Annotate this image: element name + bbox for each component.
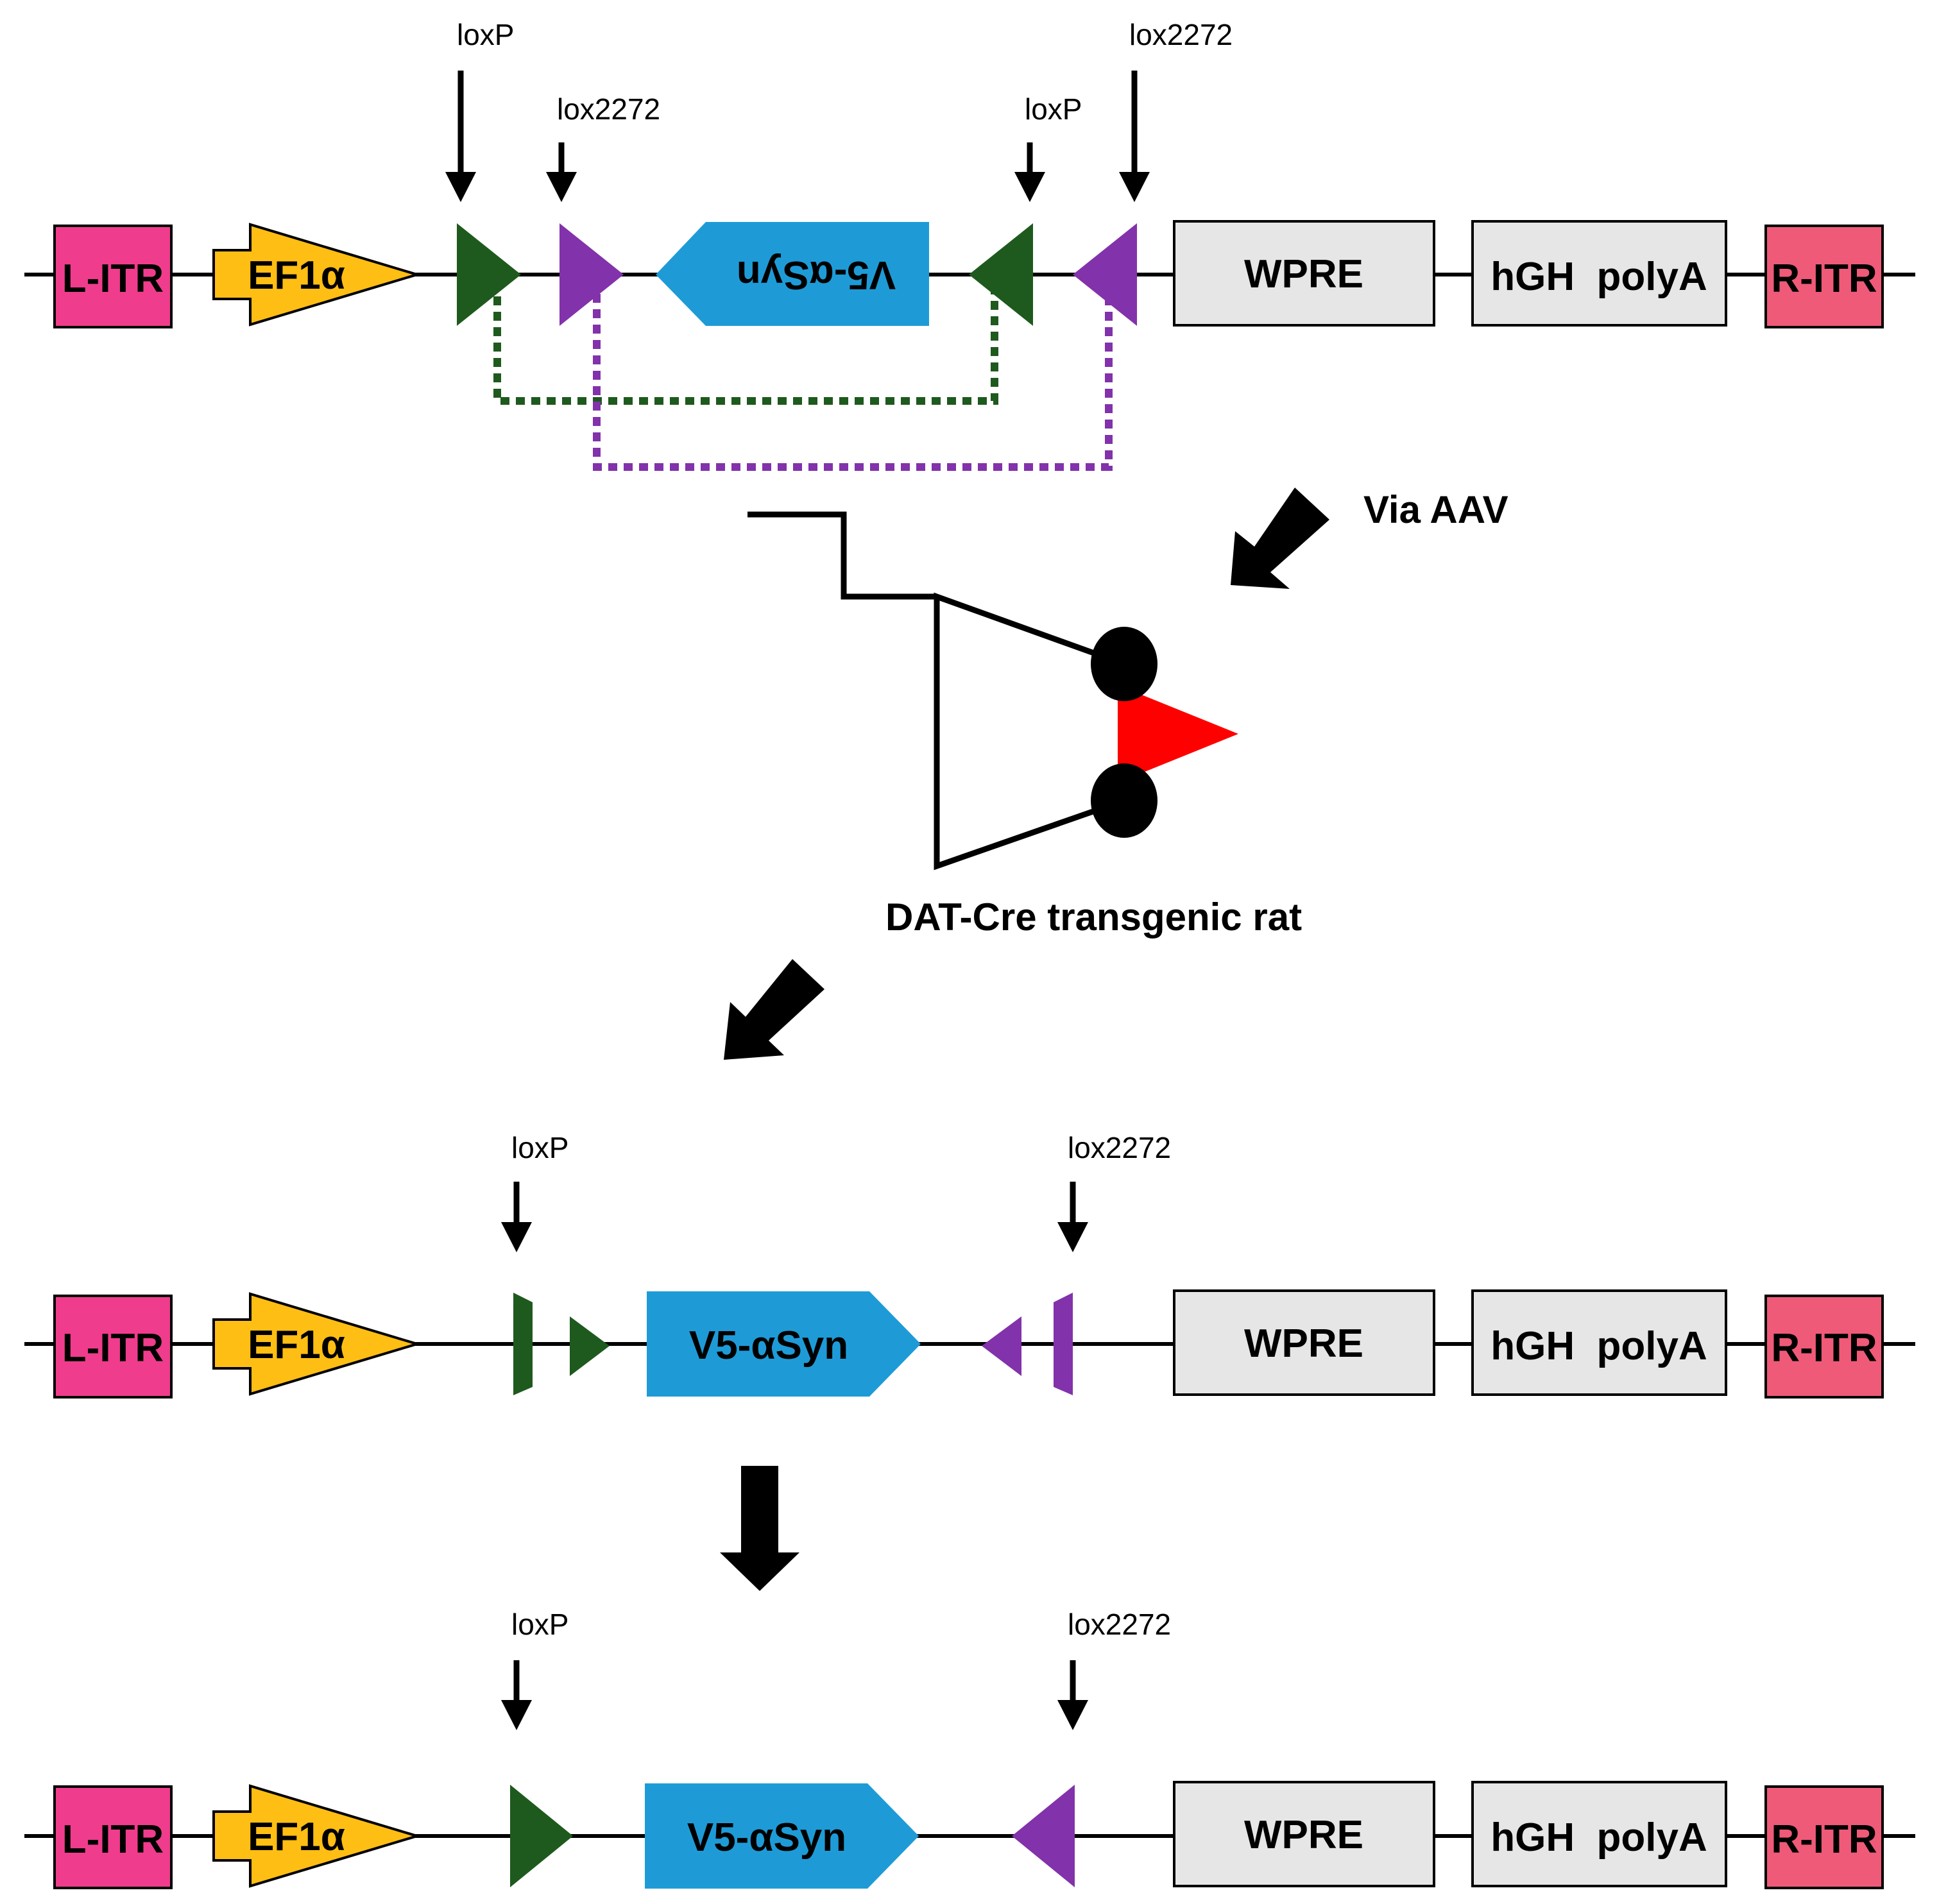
via-aav-label: Via AAV (1363, 488, 1508, 531)
lox2272-pointer: lox2272 (1057, 1608, 1171, 1730)
hgh-polya-label: hGH polyA (1491, 1815, 1707, 1860)
construct-row-initial: L-ITR EF1α V5-αSyn WPRE hGH polyA R-ITR (24, 18, 1915, 471)
lox2272-label: lox2272 (1129, 18, 1233, 51)
loxp-label: loxP (511, 1608, 568, 1641)
cre-triangle (1118, 685, 1238, 783)
dat-cre-rat-label: DAT-Cre transgenic rat (885, 896, 1302, 939)
cre-dot-lower (1091, 763, 1157, 838)
loxp-label: loxP (1025, 92, 1082, 126)
lox2272-pointer-1: lox2272 (546, 92, 660, 202)
lox2272-site-reverse (1012, 1785, 1075, 1887)
ef1a-label: EF1α (248, 1815, 345, 1859)
lox2272-label: lox2272 (1068, 1131, 1171, 1164)
loxp-site-reverse (969, 223, 1033, 326)
l-itr-box: L-ITR (53, 225, 173, 328)
lox2272-label: lox2272 (1068, 1608, 1171, 1641)
hgh-polya-box: hGH polyA (1471, 220, 1727, 327)
hgh-polya-label: hGH polyA (1491, 255, 1707, 299)
l-itr-box: L-ITR (53, 1295, 173, 1398)
loxp-site-forward (570, 1316, 610, 1376)
lox2272-pointer: lox2272 (1057, 1131, 1171, 1252)
v5-asyn-gene: V5-αSyn (645, 1783, 919, 1889)
wpre-box: WPRE (1173, 1289, 1435, 1396)
hgh-polya-box: hGH polyA (1471, 1289, 1727, 1396)
wpre-label: WPRE (1244, 252, 1363, 296)
ef1a-label: EF1α (248, 253, 345, 298)
l-itr-label: L-ITR (62, 1326, 164, 1370)
loxp-pointer: loxP (501, 1608, 568, 1730)
r-itr-box: R-ITR (1764, 1785, 1884, 1889)
construct-row-final: L-ITR EF1α V5-αSyn WPRE hGH polyA R-ITR (24, 1608, 1915, 1889)
down-left-arrow (724, 959, 824, 1060)
ef1a-promoter-arrow: EF1α (212, 1784, 422, 1888)
v5-asyn-gene: V5-αSyn (647, 1291, 921, 1397)
lox2272-half-site (1054, 1293, 1073, 1395)
ef1a-promoter-arrow: EF1α (212, 223, 422, 327)
v5-asyn-label: V5-αSyn (689, 1323, 848, 1368)
down-arrow (720, 1466, 799, 1591)
lox2272-site-reverse (1073, 223, 1137, 326)
lox2272-site-forward (559, 223, 624, 326)
hgh-polya-box: hGH polyA (1471, 1781, 1727, 1887)
r-itr-box: R-ITR (1764, 1295, 1884, 1398)
via-aav-arrow: Via AAV (1231, 488, 1508, 589)
lox2272-site-reverse (982, 1316, 1021, 1376)
r-itr-label: R-ITR (1771, 1817, 1877, 1862)
loxp-label: loxP (511, 1131, 568, 1164)
loxp-pointer-1: loxP (445, 18, 514, 202)
v5-asyn-label: V5-αSyn (687, 1815, 846, 1860)
loxp-site-forward (457, 223, 521, 326)
ef1a-label: EF1α (248, 1323, 345, 1367)
v5-asyn-inverted-label: V5-αSyn (737, 253, 896, 297)
wpre-label: WPRE (1244, 1813, 1363, 1857)
loxp-pointer: loxP (501, 1131, 568, 1252)
lox2272-label: lox2272 (557, 92, 660, 126)
l-itr-box: L-ITR (53, 1785, 173, 1889)
lox2272-pointer-2: lox2272 (1119, 18, 1233, 202)
loxp-half-site (513, 1293, 533, 1395)
loxp-site-forward (510, 1785, 573, 1887)
wpre-label: WPRE (1244, 1322, 1363, 1366)
loxp-label: loxP (457, 18, 514, 51)
construct-row-intermediate: L-ITR EF1α V5-αSyn WPRE hGH polyA R-ITR (24, 1131, 1915, 1398)
cre-recombinase-symbol: DAT-Cre transgenic rat (747, 511, 1302, 939)
wpre-box: WPRE (1173, 1781, 1435, 1887)
loxp-pointer-2: loxP (1014, 92, 1082, 202)
hgh-polya-label: hGH polyA (1491, 1324, 1707, 1368)
ef1a-promoter-arrow: EF1α (212, 1292, 422, 1396)
r-itr-label: R-ITR (1771, 257, 1877, 301)
l-itr-label: L-ITR (62, 1817, 164, 1862)
r-itr-box: R-ITR (1764, 225, 1884, 328)
cre-dot-upper (1091, 627, 1157, 701)
l-itr-label: L-ITR (62, 257, 164, 301)
v5-asyn-gene-inverted: V5-αSyn (656, 222, 929, 326)
r-itr-label: R-ITR (1771, 1326, 1877, 1370)
wpre-box: WPRE (1173, 220, 1435, 327)
